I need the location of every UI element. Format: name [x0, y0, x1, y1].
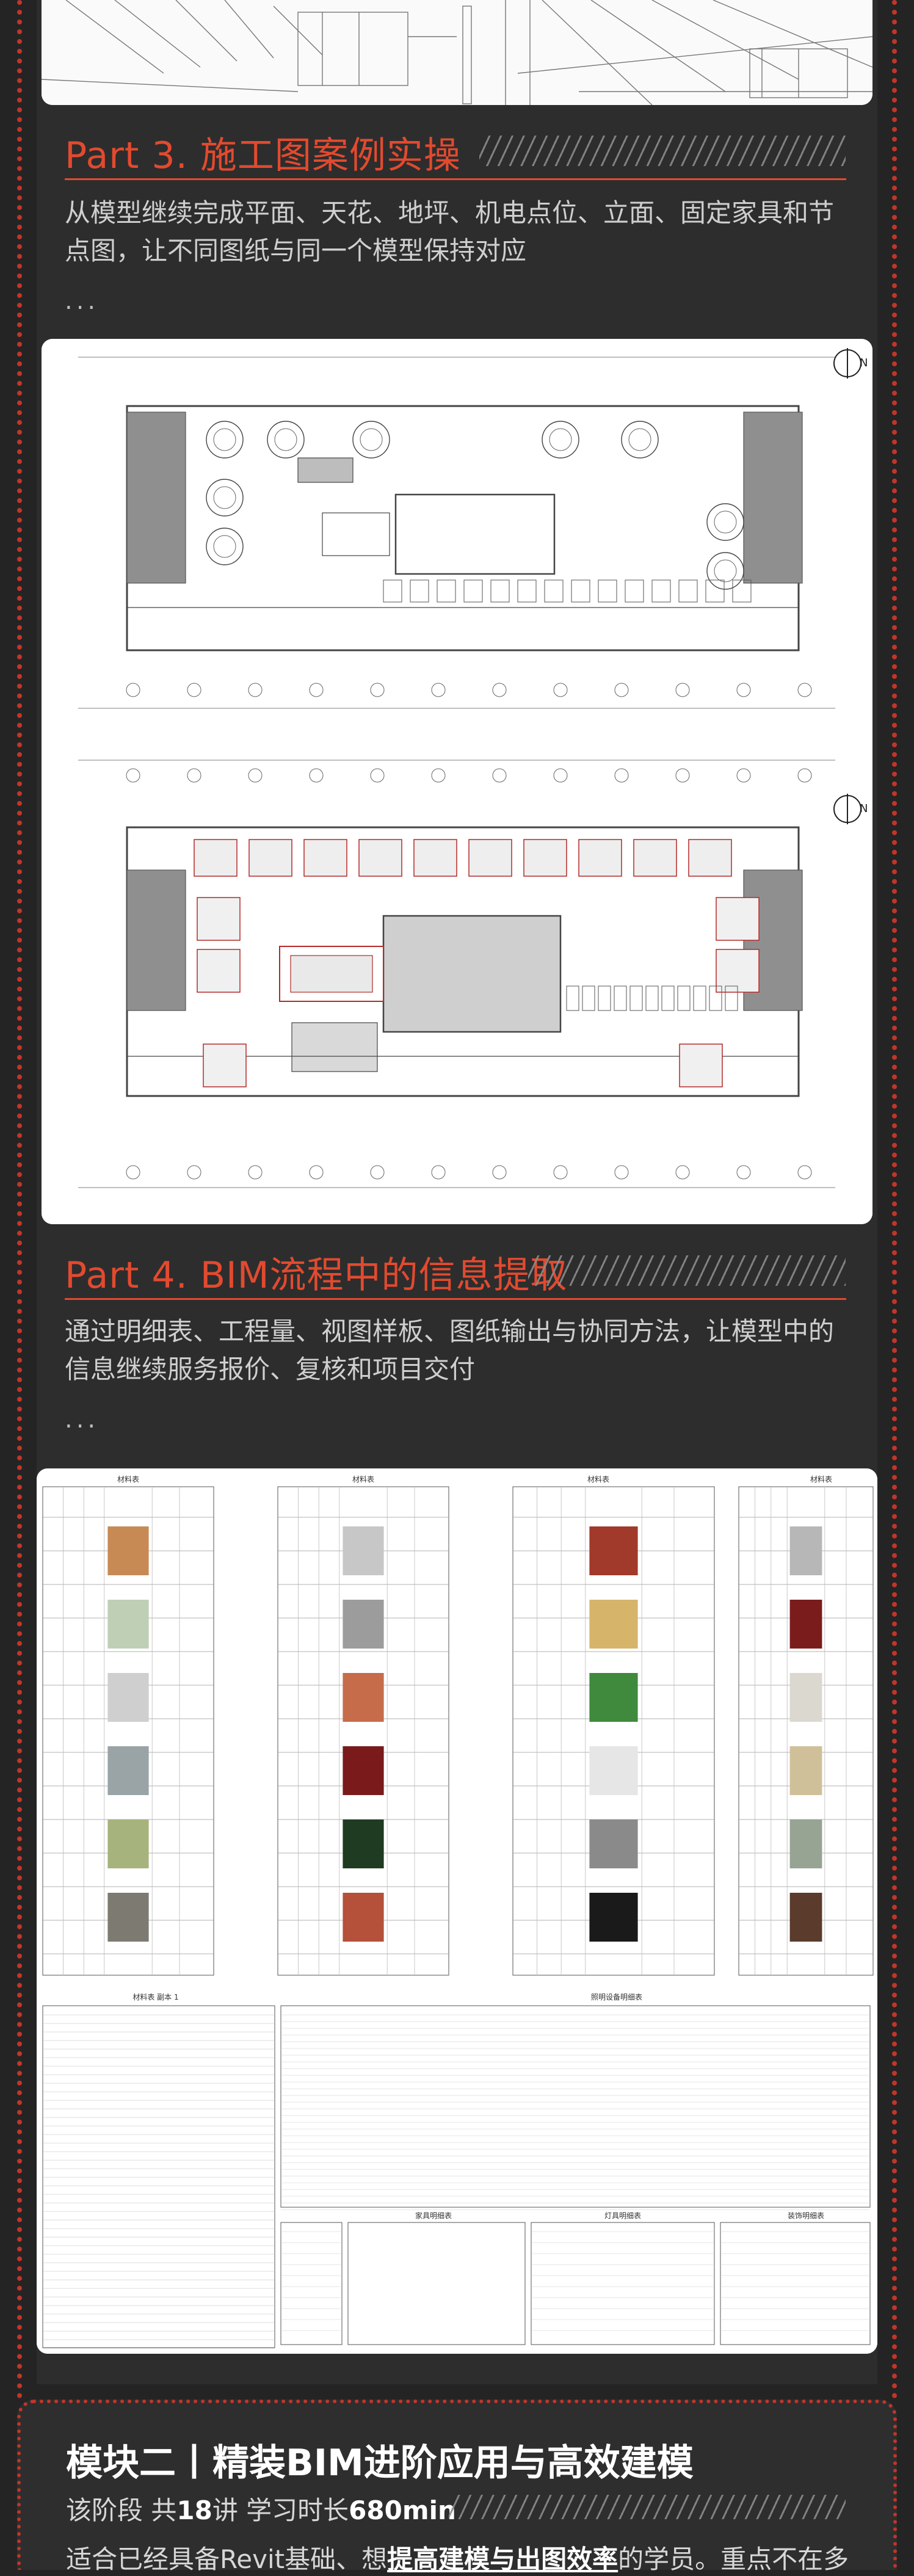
lighting-table-title: 照明设备明细表: [591, 1993, 642, 2001]
perspective-drawing-image: [42, 0, 872, 105]
desc-highlight: 提高建模与出图效率: [387, 2544, 618, 2574]
part4-title: Part 4. BIM流程中的信息提取: [65, 1254, 568, 1297]
schedules-image: 材料表 材料表 材料表 材料表 材料表 副本 1 照明设备明细表 家具明细表 灯…: [37, 1468, 877, 2354]
fixture-table-title: 装饰明细表: [788, 2211, 824, 2220]
lecture-count: 18: [176, 2495, 212, 2525]
desc-suffix: 的学员。重点不在多: [618, 2544, 849, 2574]
part3-description: 从模型继续完成平面、天花、地坪、机电点位、立面、固定家具和节点图，让不同图纸与同…: [65, 198, 835, 266]
module2-title: 模块二丨精装BIM进阶应用与高效建模: [66, 2442, 694, 2484]
title-hatch-decoration: [479, 136, 846, 166]
material-table-title: 材料表: [117, 1475, 139, 1484]
material-table-title: 材料表: [587, 1475, 609, 1484]
title-hatch-decoration: [528, 1255, 846, 1286]
north-label: N: [860, 357, 868, 369]
part3-underline: [65, 178, 846, 180]
dotted-frame: [17, 0, 897, 2400]
floor-plans-image: N N: [42, 339, 872, 1224]
study-duration: 680min: [349, 2495, 456, 2525]
furniture-table-title: 家具明细表: [415, 2211, 452, 2220]
part4-ellipsis: ...: [65, 1406, 100, 1434]
part4-description: 通过明细表、工程量、视图样板、图纸输出与协同方法，让模型中的信息继续服务报价、复…: [65, 1316, 835, 1384]
summary-hatch-decoration: [449, 2495, 846, 2519]
module2-summary: 该阶段 共18讲 学习时长680min: [66, 2490, 456, 2527]
part4-underline: [65, 1298, 846, 1300]
summary-prefix: 该阶段 共: [66, 2495, 177, 2525]
part3-ellipsis: ...: [65, 287, 100, 315]
part3-title: Part 3. 施工图案例实操: [65, 134, 461, 177]
desc-prefix: 适合已经具备Revit基础、想: [66, 2544, 388, 2574]
north-label: N: [860, 802, 868, 815]
module2-description: 适合已经具备Revit基础、想提高建模与出图效率的学员。重点不在多: [66, 2539, 849, 2576]
lamp-table-title: 灯具明细表: [604, 2211, 641, 2220]
module2-panel: [17, 2400, 897, 2570]
material-table-title: 材料表: [352, 1475, 374, 1484]
summary-mid: 讲 学习时长: [212, 2495, 349, 2525]
material-table-copy-title: 材料表 副本 1: [132, 1993, 178, 2001]
material-table-title: 材料表: [810, 1475, 832, 1484]
